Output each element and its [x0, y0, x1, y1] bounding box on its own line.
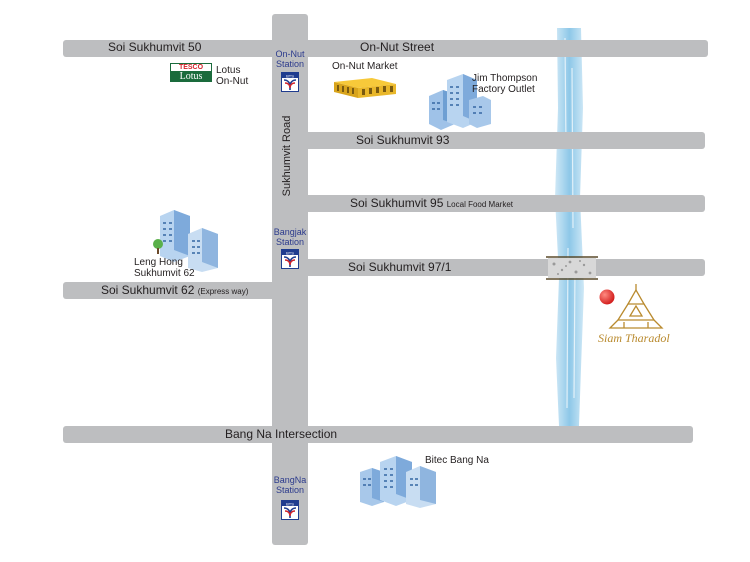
station-label-bangna: BangNa Station: [270, 475, 310, 495]
leng-hong-building-icon: [153, 210, 218, 272]
siam-tharadol-logo-icon: [608, 284, 664, 329]
lotus-line2: On-Nut: [216, 76, 249, 87]
road-soi-sukhumvit-93: [300, 132, 705, 149]
bts-text-on-nut: BTS: [286, 73, 294, 78]
bridge-icon: [546, 256, 598, 280]
label-bang-na-intersection: Bang Na Intersection: [225, 427, 338, 441]
station-on-nut-word: Station: [275, 59, 305, 69]
bts-icon-bangna: BTS: [281, 500, 299, 520]
market-building-icon: [334, 78, 396, 98]
station-bangjak-name: Bangjak: [273, 227, 307, 237]
label-soi-sukhumvit-62: Soi Sukhumvit 62 (Express way): [101, 283, 248, 297]
jim-thompson-building-icon: [429, 74, 491, 130]
location-marker-icon: [599, 289, 615, 305]
station-on-nut-name: On-Nut: [275, 49, 305, 59]
station-bangjak-word: Station: [275, 237, 305, 247]
road-bang-na-intersection: [63, 426, 693, 443]
station-bangna-word: Station: [275, 485, 305, 495]
bitec-bang-na-label: Bitec Bang Na: [425, 455, 489, 466]
road-sukhumvit-road: [272, 14, 308, 545]
bts-text-bangjak: BTS: [286, 250, 294, 255]
label-sukhumvit-road: Sukhumvit Road: [281, 115, 293, 197]
bts-icon-bangjak: BTS: [281, 249, 299, 269]
label-soi-sukhumvit-95-text: Soi Sukhumvit 95: [350, 196, 444, 210]
lotus-line1: Lotus: [216, 65, 241, 76]
river: [555, 28, 584, 426]
tesco-lotus-logo: TESCO Lotus: [170, 63, 212, 83]
label-soi-sukhumvit-93: Soi Sukhumvit 93: [356, 133, 450, 147]
label-soi-sukhumvit-62-text: Soi Sukhumvit 62: [101, 283, 195, 297]
road-soi-sukhumvit-95: [300, 195, 705, 212]
label-on-nut-street: On-Nut Street: [360, 40, 435, 54]
bts-text-bangna: BTS: [286, 501, 294, 506]
leng-hong-line2: Sukhumvit 62: [134, 268, 195, 279]
jim-thompson-label: Jim Thompson Factory Outlet: [472, 73, 537, 95]
on-nut-market-label: On-Nut Market: [332, 61, 398, 72]
lotus-on-nut-label: Lotus On-Nut: [216, 65, 248, 87]
jim-thompson-line2: Factory Outlet: [472, 84, 535, 95]
label-soi-sukhumvit-95: Soi Sukhumvit 95 Local Food Market: [350, 196, 513, 210]
label-express-way: (Express way): [197, 287, 249, 296]
leng-hong-label: Leng Hong Sukhumvit 62: [134, 257, 195, 279]
station-label-on-nut: On-Nut Station: [272, 49, 308, 69]
road-soi-sukhumvit-50-on-nut: [63, 40, 708, 57]
bitec-building-icon: [360, 456, 436, 508]
road-soi-sukhumvit-97-1: [300, 259, 705, 276]
leng-hong-line1: Leng Hong: [134, 257, 183, 268]
lotus-logo-text: Lotus: [170, 71, 212, 82]
tesco-logo-text: TESCO: [170, 63, 212, 71]
bts-icon-on-nut: BTS: [281, 72, 299, 92]
station-bangna-name: BangNa: [273, 475, 307, 485]
label-soi-sukhumvit-97-1: Soi Sukhumvit 97/1: [348, 260, 452, 274]
label-soi-sukhumvit-50: Soi Sukhumvit 50: [108, 40, 202, 54]
label-local-food-market: Local Food Market: [446, 200, 513, 209]
siam-tharadol-label: Siam Tharadol: [598, 331, 670, 345]
station-label-bangjak: Bangjak Station: [270, 227, 310, 247]
road-soi-sukhumvit-62: [63, 282, 283, 299]
jim-thompson-line1: Jim Thompson: [472, 73, 538, 84]
